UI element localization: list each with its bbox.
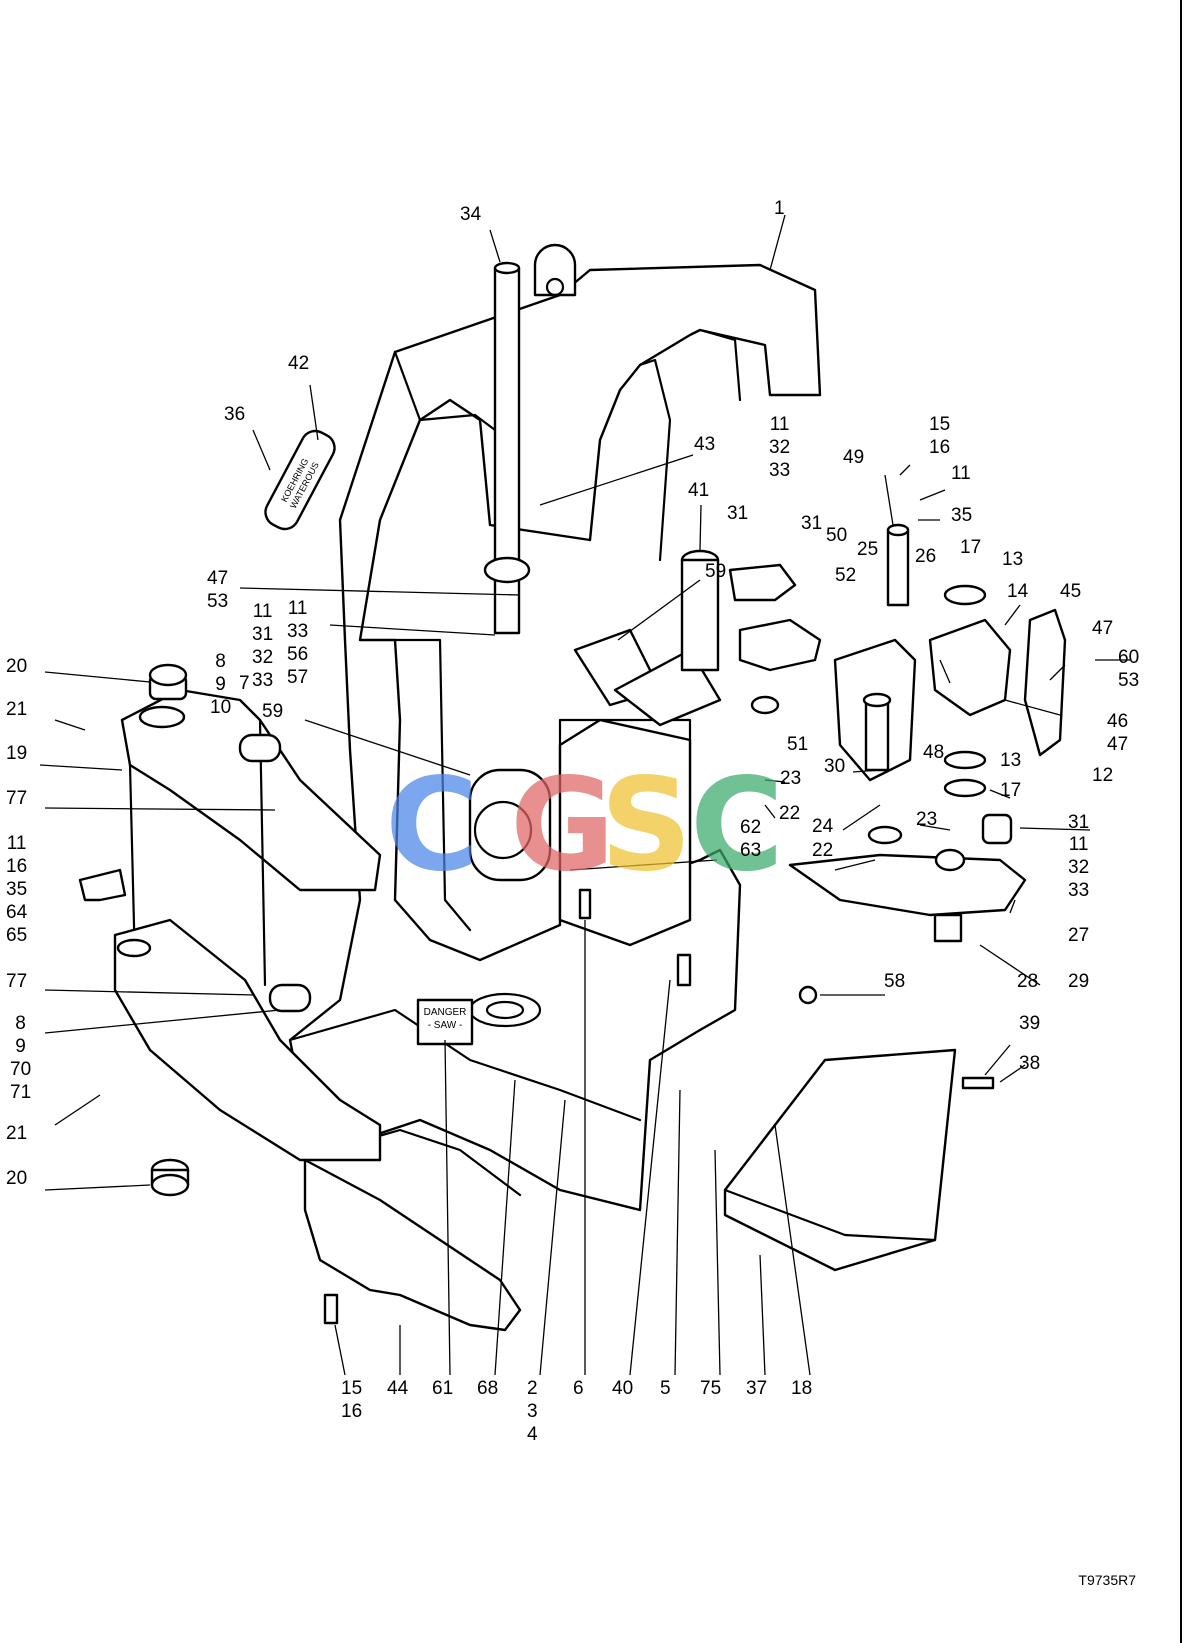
callout-21-b: 21: [6, 1123, 28, 1144]
callout-20-a: 20: [6, 656, 28, 677]
main-frame: [288, 243, 822, 1212]
sheet-edge-line: [1180, 0, 1182, 1643]
bottom-plate: [303, 1158, 522, 1332]
callout-47-a: 47: [1092, 618, 1114, 639]
callout-59-b: 59: [262, 701, 284, 722]
pivot-block-left: [728, 563, 822, 715]
callout-77-a: 77: [6, 788, 28, 809]
callout-2-3-4: 2 3 4: [527, 1378, 538, 1445]
callout-11-32-33-a: 11 32 33: [769, 414, 791, 481]
warning-plate-line2: - SAW -: [427, 1020, 463, 1031]
callout-14: 14: [1007, 581, 1029, 602]
callout-62-63: 62 63: [740, 817, 762, 861]
brand-plate: [264, 429, 336, 531]
callout-40: 40: [612, 1378, 634, 1399]
motor-housing: [468, 718, 692, 947]
callout-34: 34: [460, 204, 482, 225]
right-support-arm: [788, 848, 1027, 943]
callout-48: 48: [923, 742, 945, 763]
callout-75: 75: [700, 1378, 722, 1399]
callout-6: 6: [573, 1378, 584, 1399]
callout-41: 41: [688, 480, 710, 501]
callout-23-b: 23: [916, 809, 938, 830]
callout-28: 28: [1017, 971, 1039, 992]
callout-50: 50: [826, 525, 848, 546]
callout-51: 51: [787, 734, 809, 755]
callout-24: 24: [812, 816, 834, 837]
callout-11-16-35-64-65: 11 16 35 64 65: [6, 833, 28, 946]
vertical-rod: [483, 261, 531, 635]
callout-5: 5: [660, 1378, 671, 1399]
callout-21-a: 21: [6, 699, 28, 720]
callout-30: 30: [824, 756, 846, 777]
callout-42: 42: [288, 353, 310, 374]
pivot-block-right: [928, 584, 1067, 798]
callout-13-b: 13: [1000, 750, 1022, 771]
callout-18: 18: [791, 1378, 813, 1399]
callout-49: 49: [843, 447, 865, 468]
callout-11-31-32-33: 11 31 32 33: [252, 601, 274, 691]
callout-15-16-b: 15 16: [341, 1378, 363, 1422]
figure-id: T9735R7: [1078, 1572, 1136, 1588]
callout-20-b: 20: [6, 1168, 28, 1189]
clamp-bracket: [867, 813, 1013, 845]
callout-68: 68: [477, 1378, 499, 1399]
callout-36: 36: [224, 404, 246, 425]
callout-1: 1: [774, 198, 785, 219]
leader-lines: [39, 214, 1130, 1376]
callout-22-b: 22: [812, 840, 834, 861]
callout-59-a: 59: [705, 561, 727, 582]
warning-plate-line1: DANGER: [423, 1007, 467, 1018]
callout-61: 61: [432, 1378, 454, 1399]
watermark-letter-2: G: [510, 751, 616, 900]
pivot-block-center: [833, 523, 917, 782]
callout-31-c: 31: [1068, 812, 1090, 833]
callout-44: 44: [387, 1378, 409, 1399]
saw-tray: [723, 1048, 957, 1272]
callout-35-a: 35: [951, 505, 973, 526]
callout-47-53: 47 53: [207, 568, 229, 612]
callout-11-33-56-57: 11 33 56 57: [287, 598, 309, 688]
callout-52: 52: [835, 565, 857, 586]
hardware-items: [78, 663, 995, 1325]
callout-12: 12: [1092, 765, 1114, 786]
callout-11-b: 11: [951, 463, 971, 484]
watermark-letter-4: C: [690, 751, 784, 900]
callout-22-a: 22: [779, 803, 801, 824]
callout-46-47: 46 47: [1107, 711, 1129, 755]
callout-31-a: 31: [727, 503, 749, 524]
warning-plate-label: DANGER - SAW -: [418, 1006, 472, 1032]
callout-23-a: 23: [780, 768, 802, 789]
callout-45: 45: [1060, 581, 1082, 602]
callout-19: 19: [6, 743, 28, 764]
callout-38: 38: [1019, 1053, 1041, 1074]
callout-17-b: 17: [1000, 780, 1022, 801]
warning-plate: [416, 998, 474, 1046]
callout-7: 7: [239, 673, 250, 694]
watermark-letter-1: C: [385, 751, 479, 900]
callout-31-b: 31: [801, 513, 823, 534]
callout-25: 25: [857, 539, 879, 560]
callout-77-b: 77: [6, 971, 28, 992]
callout-26: 26: [915, 546, 937, 567]
callout-11-32-33-c: 11 32 33: [1068, 834, 1090, 901]
callout-13-a: 13: [1002, 549, 1024, 570]
callout-27: 27: [1068, 925, 1090, 946]
watermark-letter-3: S: [600, 751, 693, 900]
callout-8-9-10: 8 9 10: [210, 651, 232, 718]
left-arm-upper: [120, 688, 382, 987]
callout-17-a: 17: [960, 537, 982, 558]
callout-29: 29: [1068, 971, 1090, 992]
callout-37: 37: [746, 1378, 768, 1399]
callout-60-53: 60 53: [1118, 647, 1140, 691]
callout-43: 43: [694, 434, 716, 455]
callout-15-16-a: 15 16: [929, 414, 951, 458]
callout-39: 39: [1019, 1013, 1041, 1034]
actuator-cylinder: [573, 549, 722, 727]
callout-58: 58: [884, 971, 906, 992]
left-arm-lower: [113, 918, 382, 1162]
callout-8-9-70-71: 8 9 70 71: [10, 1013, 32, 1103]
